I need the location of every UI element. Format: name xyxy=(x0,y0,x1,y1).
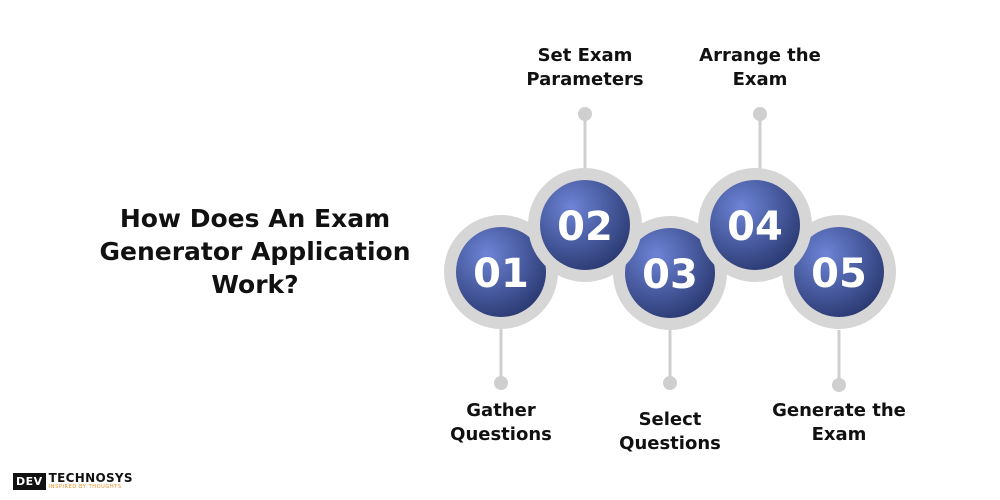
step-label-04-line-1: Arrange the xyxy=(699,45,821,66)
step-label-02: Set Exam Parameters xyxy=(485,44,685,92)
step-number-01: 01 xyxy=(473,251,529,297)
step-label-03: Select Questions xyxy=(570,408,770,456)
step-circle-01: 01 xyxy=(444,215,558,329)
step-label-01-line-1: Gather xyxy=(466,400,536,421)
step-label-04: Arrange the Exam xyxy=(660,44,860,92)
brand-logo: DEV TECHNOSYS INSPIRED BY THOUGHTS xyxy=(13,470,133,492)
logo-wordmark: TECHNOSYS INSPIRED BY THOUGHTS xyxy=(49,472,133,490)
title-line-1: How Does An Exam xyxy=(119,204,391,233)
connector-dot-3 xyxy=(663,376,677,390)
step-label-03-line-1: Select xyxy=(638,409,702,430)
step-label-01: Gather Questions xyxy=(401,399,601,447)
step-circle-02: 02 xyxy=(528,168,642,282)
step-number-05: 05 xyxy=(811,251,867,297)
step-circle-04: 04 xyxy=(698,168,812,282)
step-label-05-line-2: Exam xyxy=(811,424,867,445)
page-title: How Does An Exam Generator Application W… xyxy=(60,202,450,301)
connector-dot-4 xyxy=(753,107,767,121)
step-circle-05: 05 xyxy=(782,215,896,329)
step-label-05-line-1: Generate the xyxy=(772,400,906,421)
title-line-3: Work? xyxy=(211,270,299,299)
connector-dot-2 xyxy=(578,107,592,121)
step-number-04: 04 xyxy=(727,204,783,250)
step-number-03: 03 xyxy=(642,252,698,298)
step-label-04-line-2: Exam xyxy=(732,69,788,90)
step-label-02-line-2: Parameters xyxy=(526,69,644,90)
step-circle-03: 03 xyxy=(613,216,727,330)
step-number-02: 02 xyxy=(557,204,613,250)
logo-brand-name: TECHNOSYS xyxy=(48,471,133,485)
connector-dot-5 xyxy=(832,378,846,392)
step-label-02-line-1: Set Exam xyxy=(537,45,633,66)
step-label-05: Generate the Exam xyxy=(739,399,939,447)
connector-dot-1 xyxy=(494,376,508,390)
title-line-2: Generator Application xyxy=(99,237,411,266)
step-label-01-line-2: Questions xyxy=(450,424,552,445)
logo-dev-mark: DEV xyxy=(13,472,46,490)
step-label-03-line-2: Questions xyxy=(619,433,721,454)
logo-tagline: INSPIRED BY THOUGHTS xyxy=(48,484,122,490)
